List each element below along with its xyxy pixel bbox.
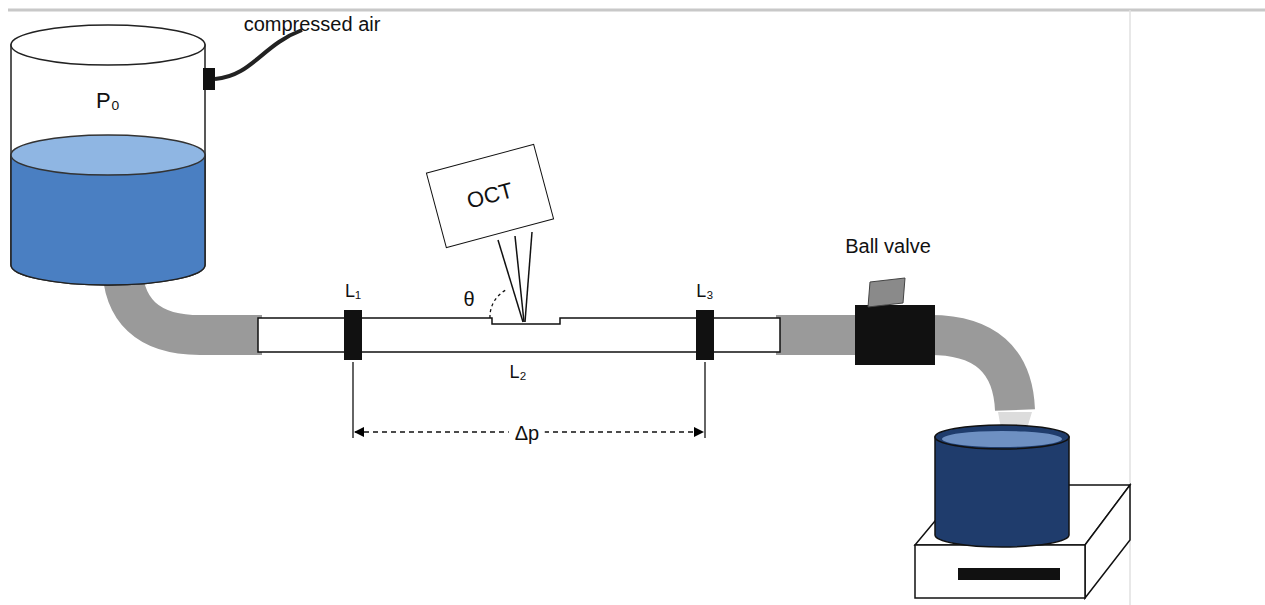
air-supply-label: compressed air [244, 13, 381, 35]
oct-beam [498, 232, 532, 322]
tap-label: L₃ [696, 282, 713, 302]
hose [930, 335, 1015, 410]
valve-handle [868, 278, 905, 307]
oct-probe: OCT [426, 144, 554, 248]
pressure-tap [696, 310, 714, 360]
angle-symbol: θ [463, 288, 474, 310]
air-connector [203, 68, 215, 90]
section-label: L₂ [510, 363, 527, 383]
tap-label: L₁ [345, 282, 361, 302]
tank-pressure: P₀ [11, 75, 205, 127]
node-text: P₀ [96, 88, 120, 114]
pressure-drop-label: Δp [509, 422, 545, 444]
angle-arc [490, 290, 506, 318]
air-hose [215, 30, 302, 79]
pressure-tank [11, 25, 205, 285]
pressure-tap [344, 310, 362, 360]
frame-line [8, 9, 1265, 12]
ball-valve [855, 305, 935, 365]
valve-label: Ball valve [845, 235, 931, 257]
hose [776, 315, 862, 355]
node-text: OCT [464, 177, 516, 214]
collection-beaker [935, 425, 1069, 547]
